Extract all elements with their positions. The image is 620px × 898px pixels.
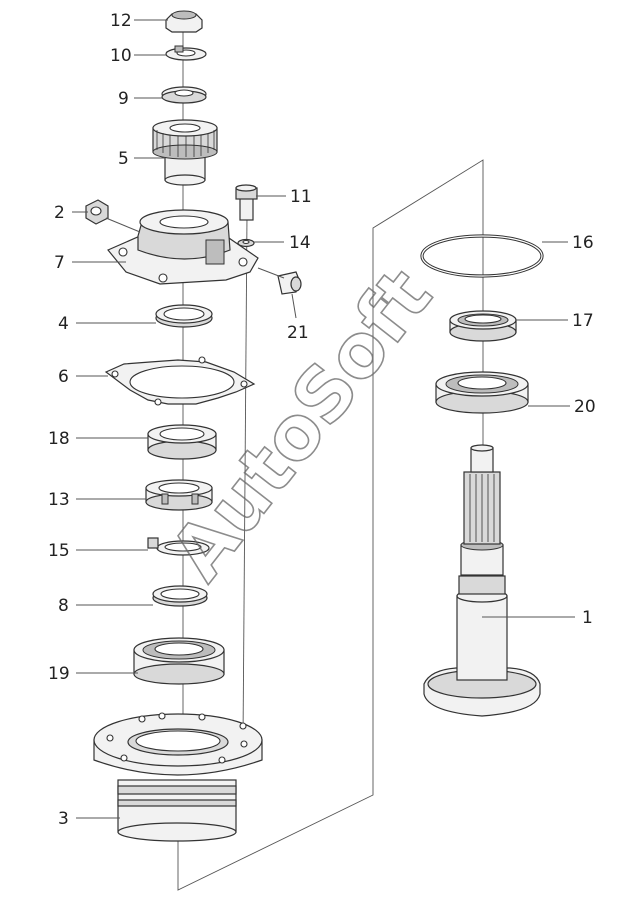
callout-3: 3 [58,809,69,829]
watermark-text: AutoSoft [154,253,448,596]
part-18-bearing-cup [147,424,217,460]
part-20-seal [435,371,529,414]
part-8-ring [152,585,208,607]
part-2-plug [85,199,109,225]
callout-13: 13 [48,490,70,510]
part-4-ring [155,304,213,328]
callout-5: 5 [118,149,129,169]
part-5-gear-sleeve [152,119,218,186]
callout-16: 16 [572,233,594,253]
callout-4: 4 [58,314,69,334]
part-9-washer [161,86,207,104]
part-21-grease-fitting [277,271,302,295]
part-6-gasket [104,356,256,406]
part-10-lock-washer [165,45,207,61]
part-17-seal [449,310,517,342]
part-14-washer [237,238,255,248]
callout-9: 9 [118,89,129,109]
callout-14: 14 [289,233,311,253]
callout-1: 1 [582,608,593,628]
callout-19: 19 [48,664,70,684]
callout-10: 10 [110,46,132,66]
callout-8: 8 [58,596,69,616]
assembly-frame [177,159,484,891]
callout-21: 21 [287,323,309,343]
callout-15: 15 [48,541,70,561]
callout-18: 18 [48,429,70,449]
callout-12: 12 [110,11,132,31]
part-7-cover-flange [107,209,259,285]
callout-7: 7 [54,253,65,273]
callout-20: 20 [574,397,596,417]
part-16-o-ring [420,234,544,278]
callout-11: 11 [290,187,312,207]
part-12-nut [165,10,203,33]
callout-labels: 12 10 9 5 11 2 14 7 16 17 21 4 20 6 18 1… [48,11,596,829]
part-19-bearing [133,637,225,685]
callout-2: 2 [54,203,65,223]
part-11-bolt [235,184,258,221]
part-13-slotted-nut [145,479,213,511]
callout-6: 6 [58,367,69,387]
callout-17: 17 [572,311,594,331]
bolt-axis [242,214,248,741]
part-3-housing [93,712,263,842]
part-15-tab-washer [147,537,210,556]
part-1-splined-shaft [423,444,541,717]
leader-lines [72,19,575,819]
